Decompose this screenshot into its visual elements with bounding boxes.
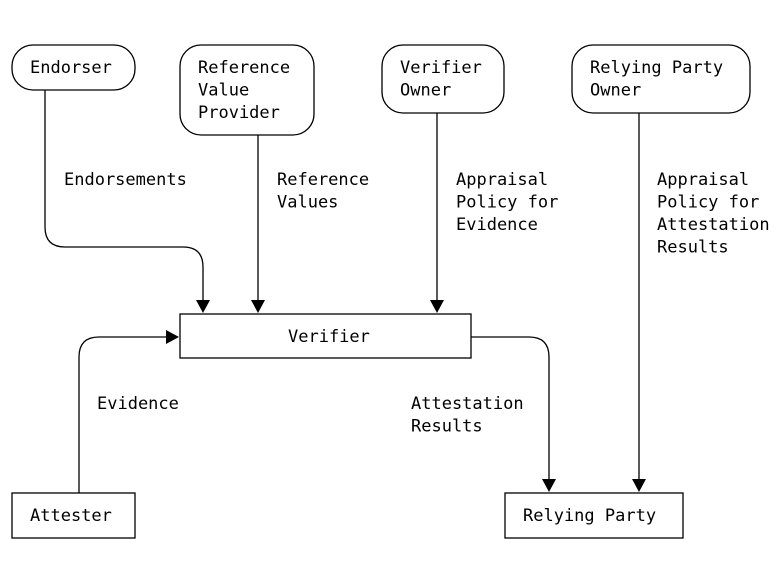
node-attester-label: Attester — [30, 506, 112, 526]
arrowhead-policy-evidence — [430, 300, 444, 313]
node-relying-party-label: Relying Party — [523, 506, 656, 526]
nodes: Endorser Reference Value Provider Verifi… — [11, 44, 751, 539]
edge-verifier-to-relying-party — [471, 336, 550, 479]
edge-labels: Endorsements Reference Values Appraisal … — [64, 170, 780, 437]
node-relying-party-owner — [571, 44, 751, 114]
node-relying-party — [504, 492, 684, 539]
edge-label-attestation-results: Attestation Results — [411, 394, 534, 437]
node-reference-value-provider — [179, 44, 315, 136]
arrowhead-reference-values — [251, 300, 265, 313]
edge-endorser-to-verifier — [44, 90, 204, 300]
node-relying-party-owner-label: Relying Party Owner — [590, 58, 733, 101]
edge-label-endorsements: Endorsements — [64, 170, 187, 190]
node-attester — [11, 492, 136, 539]
edge-label-reference-values: Reference Values — [277, 170, 379, 213]
arrowhead-evidence — [166, 330, 179, 344]
arrowhead-attestation-results — [542, 479, 556, 492]
edge-label-appraisal-policy-evidence: Appraisal Policy for Evidence — [456, 170, 569, 235]
edge-attester-to-verifier — [78, 336, 166, 493]
node-verifier-owner — [381, 44, 505, 114]
node-verifier-label: Verifier — [288, 327, 370, 347]
node-endorser — [11, 44, 136, 91]
node-verifier — [179, 313, 472, 359]
edges — [44, 90, 646, 493]
arrowhead-endorsements — [196, 300, 210, 313]
arrowhead-policy-results — [632, 479, 646, 492]
edge-label-evidence: Evidence — [97, 394, 179, 414]
node-endorser-label: Endorser — [30, 58, 112, 78]
node-reference-value-provider-label: Reference Value Provider — [198, 58, 300, 123]
node-verifier-owner-label: Verifier Owner — [400, 58, 492, 101]
edge-label-appraisal-policy-results: Appraisal Policy for Attestation Results — [657, 170, 780, 258]
